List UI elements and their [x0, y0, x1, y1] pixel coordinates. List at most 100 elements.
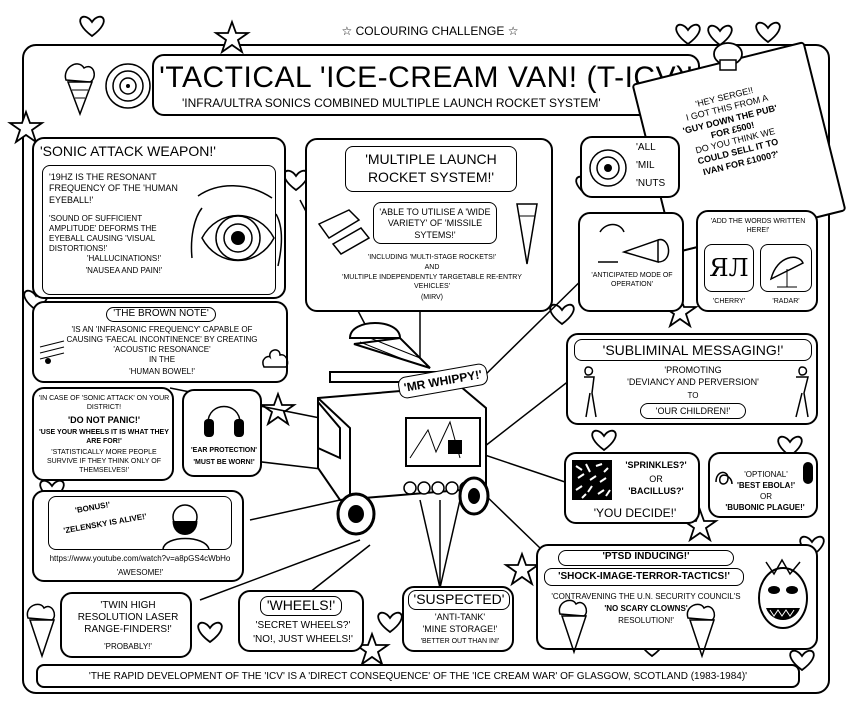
sonic-line-3: 'HALLUCINATIONS!' — [86, 254, 162, 263]
ear-line-2: 'MUST BE WORN!' — [193, 459, 255, 466]
ptsd-box: 'PTSD INDUCING!' 'SHOCK-IMAGE-TERROR-TAC… — [536, 544, 818, 650]
sprinkles-pattern-icon — [572, 460, 612, 500]
optional-line-4: 'BUBONIC PLAGUE!' — [725, 503, 805, 512]
ice-cream-cone-icon — [64, 63, 151, 117]
bonus-label: 'BONUS!' — [74, 500, 111, 516]
bonus-panel: 'BONUS!' 'ZELENSKY IS ALIVE!' — [48, 496, 232, 550]
ice-cream-spin-icon — [598, 223, 670, 264]
ice-cream-cone-icon — [26, 603, 56, 659]
dancer-silhouette-icon — [584, 366, 597, 418]
subliminal-deviancy: 'DEVIANCY AND PERVERSION' — [627, 377, 759, 387]
subliminal-promoting: 'PROMOTING — [664, 365, 722, 375]
ice-cream-van-illustration — [317, 322, 490, 536]
sonic-panel: '19HZ IS THE RESONANT FREQUENCY OF THE '… — [42, 165, 283, 295]
brown-note-box: 'THE BROWN NOTE' 'IS AN 'INFRASONIC FREQ… — [32, 301, 289, 383]
colouring-challenge-header: ☆ COLOURING CHALLENGE ☆ — [300, 24, 560, 39]
words-heading: 'ADD THE WORDS WRITTEN HERE!' — [710, 218, 806, 234]
rocket-icon — [317, 209, 371, 255]
cone-missile-icon — [516, 203, 538, 265]
panic-box: 'IN CASE OF 'SONIC ATTACK' ON YOUR DISTR… — [32, 387, 174, 481]
pushpin-icon — [713, 42, 743, 71]
suspected-heading: 'SUSPECTED' — [408, 590, 510, 610]
mlrs-mirv: 'MULTIPLE INDEPENDENTLY TARGETABLE RE-EN… — [342, 274, 522, 290]
radar-dish-icon — [769, 256, 804, 288]
subliminal-to: TO — [687, 391, 699, 400]
sonic-heading: 'SONIC ATTACK WEAPON!' — [40, 143, 216, 159]
panic-line-2: 'DO NOT PANIC!' — [67, 415, 141, 425]
brown-note-text-1: 'IS AN 'INFRASONIC FREQUENCY' CAPABLE OF… — [66, 325, 258, 354]
suspected-line-1: 'ANTI-TANK' — [434, 612, 486, 622]
panic-line-1: 'IN CASE OF 'SONIC ATTACK' ON YOUR DISTR… — [38, 395, 170, 411]
laser-box: 'TWIN HIGH RESOLUTION LASER RANGE-FINDER… — [60, 592, 192, 658]
mlrs-and: AND — [424, 264, 440, 271]
awesome-label: 'AWESOME!' — [116, 568, 164, 577]
pill-icon — [803, 462, 813, 484]
mlrs-able: 'ABLE TO UTILISE A 'WIDE VARIETY' OF 'MI… — [373, 202, 497, 244]
cherry-label: 'CHERRY' — [712, 298, 746, 305]
panic-line-4: 'STATISTICALLY MORE PEOPLE SURVIVE IF TH… — [47, 449, 161, 474]
mlrs-heading: 'MULTIPLE LAUNCH ROCKET SYSTEM!' — [345, 146, 517, 192]
sprinkles-line-3: 'BACILLUS?' — [628, 486, 684, 496]
suspected-line-3: 'BETTER OUT THAN IN!' — [420, 638, 500, 645]
target-icon — [589, 149, 627, 187]
suspected-line-2: 'MINE STORAGE!' — [422, 624, 498, 634]
cherry-scribble: ЯЛ — [709, 254, 749, 282]
ptsd-heading: 'PTSD INDUCING!' — [558, 550, 734, 566]
sonic-attack-box: 'SONIC ATTACK WEAPON!' '19HZ IS THE RESO… — [32, 137, 286, 299]
mlrs-box: 'MULTIPLE LAUNCH ROCKET SYSTEM!' 'ABLE T… — [305, 138, 553, 312]
wheels-box: 'WHEELS!' 'SECRET WHEELS?' 'NO!, JUST WH… — [238, 590, 364, 652]
optional-line-2: 'BEST EBOLA!' — [736, 481, 796, 490]
title-box: 'TACTICAL 'ICE-CREAM VAN! (T-ICV)' 'INFR… — [152, 54, 700, 116]
operation-box: 'ANTICIPATED MODE OF OPERATION' — [578, 212, 684, 312]
ptsd-shock: 'SHOCK-IMAGE-TERROR-TACTICS!' — [544, 568, 744, 586]
eyeball-icon — [190, 185, 283, 267]
page-title: 'TACTICAL 'ICE-CREAM VAN! (T-ICV)' — [159, 61, 693, 94]
subliminal-box: 'SUBLIMINAL MESSAGING!' 'PROMOTING 'DEVI… — [566, 333, 818, 425]
sonic-line-4: 'NAUSEA AND PAIN!' — [85, 266, 163, 275]
optional-line-3: OR — [760, 492, 772, 501]
cherry-panel: ЯЛ — [704, 244, 754, 292]
sprinkles-box: 'SPRINKLES?' OR 'BACILLUS?' 'YOU DECIDE!… — [564, 452, 700, 524]
scary-clown-icon — [758, 558, 808, 629]
ptsd-clowns: 'NO SCARY CLOWNS' — [604, 604, 688, 613]
headphones-icon — [204, 405, 244, 437]
mlrs-including: 'INCLUDING 'MULTI-STAGE ROCKETS!' — [367, 254, 497, 261]
words-box: 'ADD THE WORDS WRITTEN HERE!' ЯЛ 'CHERRY… — [696, 210, 818, 312]
sonic-line-1: '19HZ IS THE RESONANT FREQUENCY OF THE '… — [49, 172, 178, 205]
star-icon: ☆ — [341, 24, 353, 38]
sprinkles-line-4: 'YOU DECIDE!' — [593, 506, 677, 520]
brown-note-heading: 'THE BROWN NOTE' — [106, 307, 216, 322]
ear-protection-box: 'EAR PROTECTION' 'MUST BE WORN!' — [182, 389, 262, 477]
suspected-box: 'SUSPECTED' 'ANTI-TANK' 'MINE STORAGE!' … — [402, 586, 514, 652]
wheels-heading: 'WHEELS!' — [260, 596, 342, 616]
subliminal-children: 'OUR CHILDREN!' — [640, 403, 746, 419]
radar-label: 'RADAR' — [772, 298, 800, 305]
youtube-link[interactable]: https://www.youtube.com/watch?v=a8pGS4cW… — [49, 554, 231, 563]
star-icon: ☆ — [507, 24, 519, 38]
nuts-line: 'NUTS — [636, 178, 666, 189]
challenge-label: COLOURING CHALLENGE — [355, 24, 505, 38]
sprinkles-line-2: OR — [649, 474, 663, 484]
mlrs-mirv-abbr: (MIRV) — [420, 294, 444, 301]
subliminal-heading: 'SUBLIMINAL MESSAGING!' — [574, 339, 812, 361]
mil-line: 'MIL — [636, 160, 655, 171]
bearded-man-portrait — [162, 504, 210, 550]
brown-note-text-2: IN THE — [148, 355, 176, 364]
wheels-line-1: 'SECRET WHEELS?' — [255, 620, 351, 631]
optional-line-1: 'OPTIONAL' — [744, 470, 788, 479]
laser-line-1: 'TWIN HIGH — [100, 600, 156, 611]
sprinkles-line-1: 'SPRINKLES?' — [625, 460, 687, 470]
ptsd-resolution: RESOLUTION!' — [618, 616, 674, 625]
brown-note-text-3: 'HUMAN BOWEL!' — [129, 367, 195, 376]
poster-frame — [22, 44, 830, 694]
virus-icon — [715, 471, 733, 485]
all-mil-nuts-box: 'ALL 'MIL 'NUTS — [580, 136, 680, 198]
footer-banner: 'THE RAPID DEVELOPMENT OF THE 'ICV' IS A… — [36, 664, 800, 688]
ice-cream-cone-icon — [558, 599, 588, 655]
ptsd-contra: 'CONTRAVENING THE U.N. SECURITY COUNCIL'… — [551, 592, 741, 601]
panic-line-3: 'USE YOUR WHEELS IT IS WHAT THEY ARE FOR… — [39, 429, 169, 445]
bonus-box: 'BONUS!' 'ZELENSKY IS ALIVE!' https://ww… — [32, 490, 244, 582]
operation-caption: 'ANTICIPATED MODE OF OPERATION' — [591, 272, 673, 288]
poop-icon — [262, 349, 289, 368]
optional-box: 'OPTIONAL' 'BEST EBOLA!' OR 'BUBONIC PLA… — [708, 452, 818, 518]
